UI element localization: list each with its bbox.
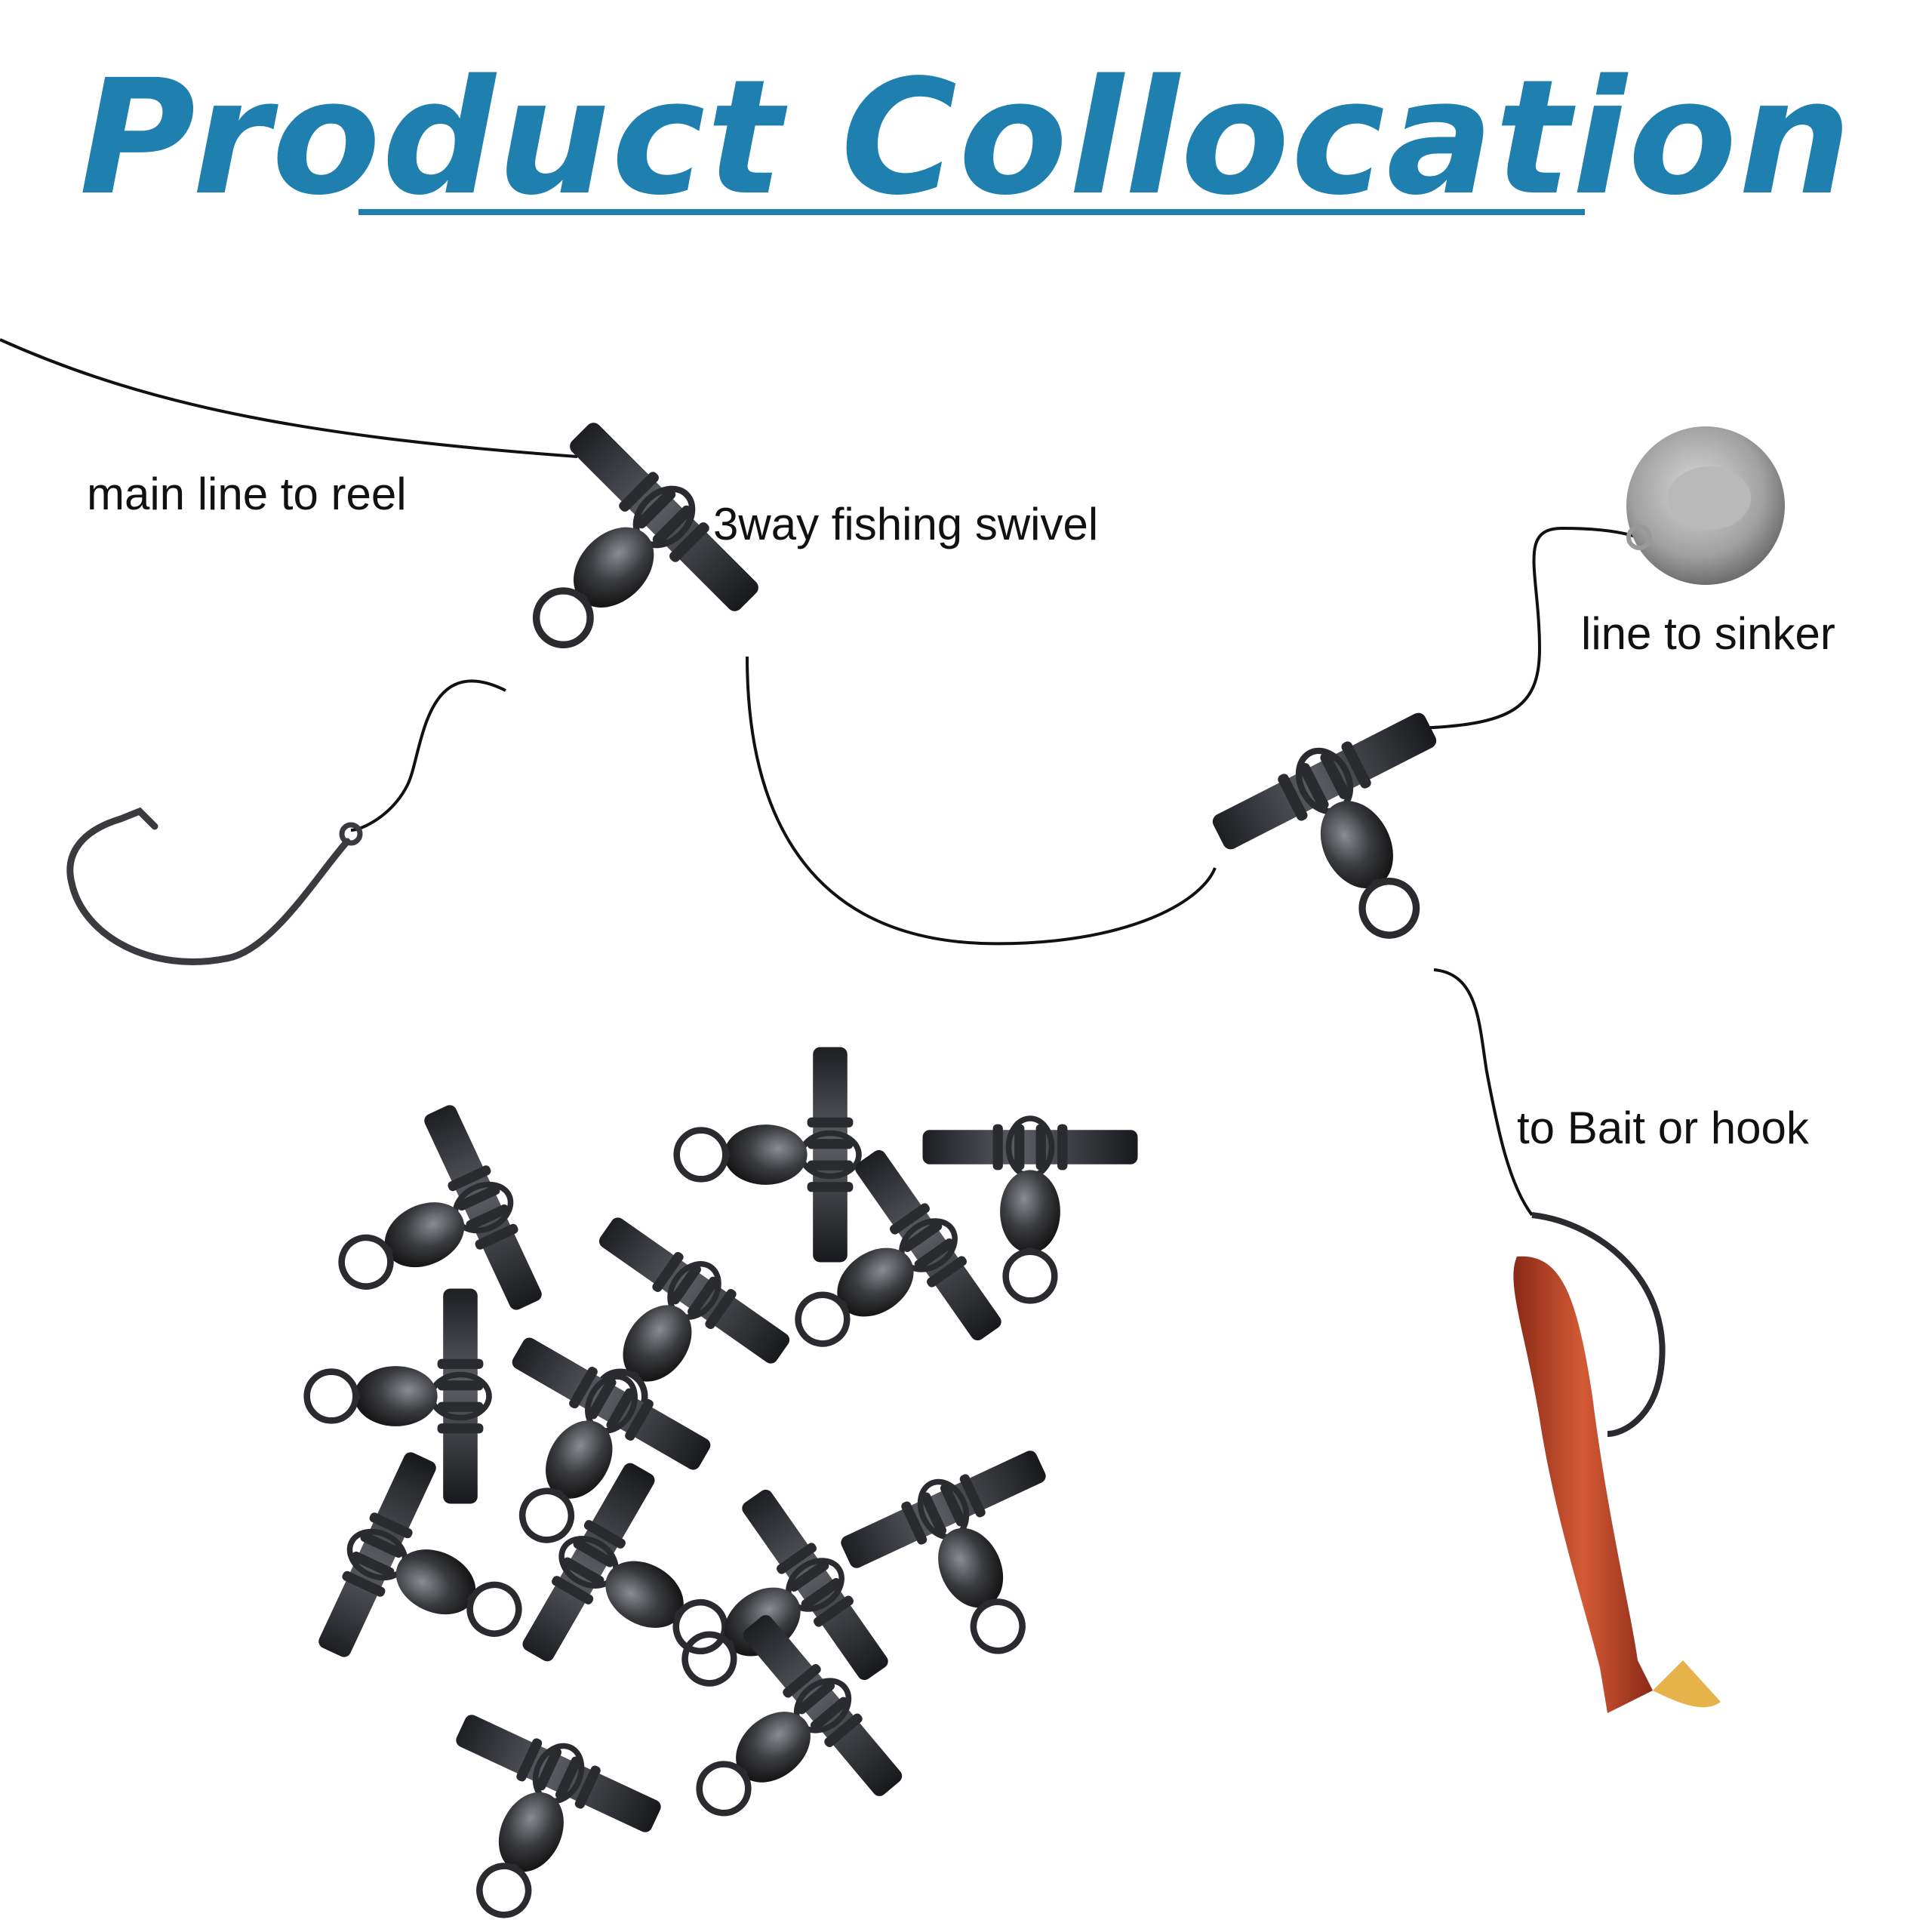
three-way-swivel-icon bbox=[460, 411, 771, 721]
page-title: Product Collocation bbox=[78, 45, 1854, 230]
soft-worm-lure-icon bbox=[1513, 1212, 1721, 1713]
main-line-label: main line to reel bbox=[87, 469, 407, 519]
swivel-pile bbox=[299, 1048, 1138, 1932]
main-line bbox=[0, 338, 578, 458]
three-way-swivel-icon bbox=[306, 1445, 561, 1717]
swivel-label: 3way fishing swivel bbox=[713, 499, 1099, 549]
fishing-hook-icon bbox=[66, 807, 363, 965]
bait-label: to Bait or hook bbox=[1517, 1103, 1809, 1153]
line-to-sinker bbox=[1418, 526, 1638, 730]
three-way-swivel-icon bbox=[677, 1048, 859, 1263]
line-to-hook bbox=[350, 679, 506, 832]
fishing-lines bbox=[0, 338, 1638, 1217]
three-way-swivel-icon bbox=[299, 1098, 555, 1370]
three-way-swivel-icon bbox=[741, 1140, 1014, 1421]
line-to-bait bbox=[1433, 968, 1534, 1217]
three-way-swivel-icon bbox=[1204, 699, 1508, 986]
three-way-swivel-icon bbox=[510, 1455, 775, 1732]
title-underline bbox=[358, 209, 1585, 215]
line-between-swivels bbox=[746, 656, 1217, 946]
three-way-swivel-icon bbox=[396, 1702, 668, 1932]
sinker-weight-icon bbox=[1626, 426, 1785, 585]
sinker-label: line to sinker bbox=[1581, 608, 1835, 659]
